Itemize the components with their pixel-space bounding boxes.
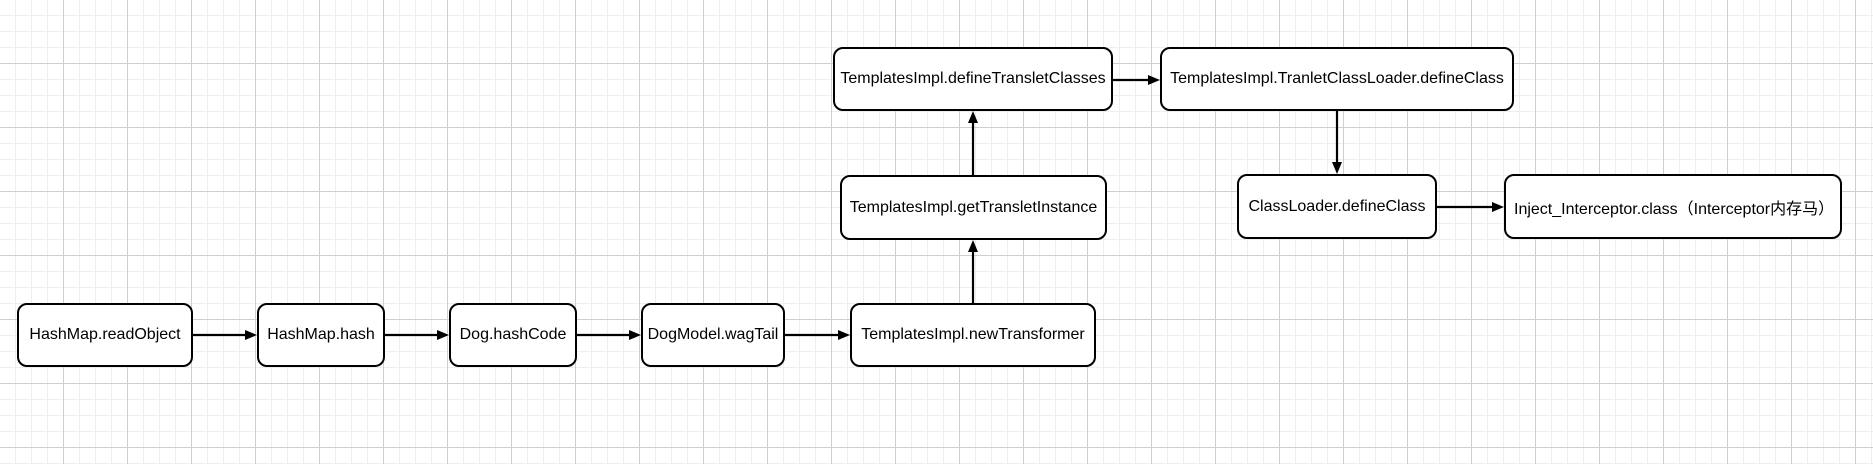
node-templatesimpl-tranletclassloader-defineclass: TemplatesImpl.TranletClassLoader.defineC… xyxy=(1160,47,1514,111)
node-templatesimpl-gettransletinstance: TemplatesImpl.getTransletInstance xyxy=(840,175,1107,240)
node-inject-interceptor-class: Inject_Interceptor.class（Interceptor内存马） xyxy=(1504,174,1842,239)
edge-readobject-to-hash xyxy=(193,330,257,340)
edge-classloader-to-inject-interceptor xyxy=(1437,202,1504,212)
node-dog-hashcode: Dog.hashCode xyxy=(449,303,577,367)
edge-definetransletclasses-to-tranletclassloader xyxy=(1113,75,1160,85)
edge-gettransletinstance-to-definetransletclasses xyxy=(968,111,978,175)
edge-hashcode-to-wagtail xyxy=(577,330,641,340)
edge-tranletclassloader-to-classloader xyxy=(1332,111,1342,174)
edge-wagtail-to-newtransformer xyxy=(785,330,850,340)
edge-newtransformer-to-gettransletinstance xyxy=(968,240,978,303)
node-templatesimpl-newtransformer: TemplatesImpl.newTransformer xyxy=(850,303,1096,367)
node-dogmodel-wagtail: DogModel.wagTail xyxy=(641,303,785,367)
edge-hash-to-hashcode xyxy=(385,330,449,340)
node-hashmap-hash: HashMap.hash xyxy=(257,303,385,367)
node-templatesimpl-definetransletclasses: TemplatesImpl.defineTransletClasses xyxy=(833,47,1113,111)
node-hashmap-readobject: HashMap.readObject xyxy=(17,303,193,367)
node-classloader-defineclass: ClassLoader.defineClass xyxy=(1237,174,1437,239)
